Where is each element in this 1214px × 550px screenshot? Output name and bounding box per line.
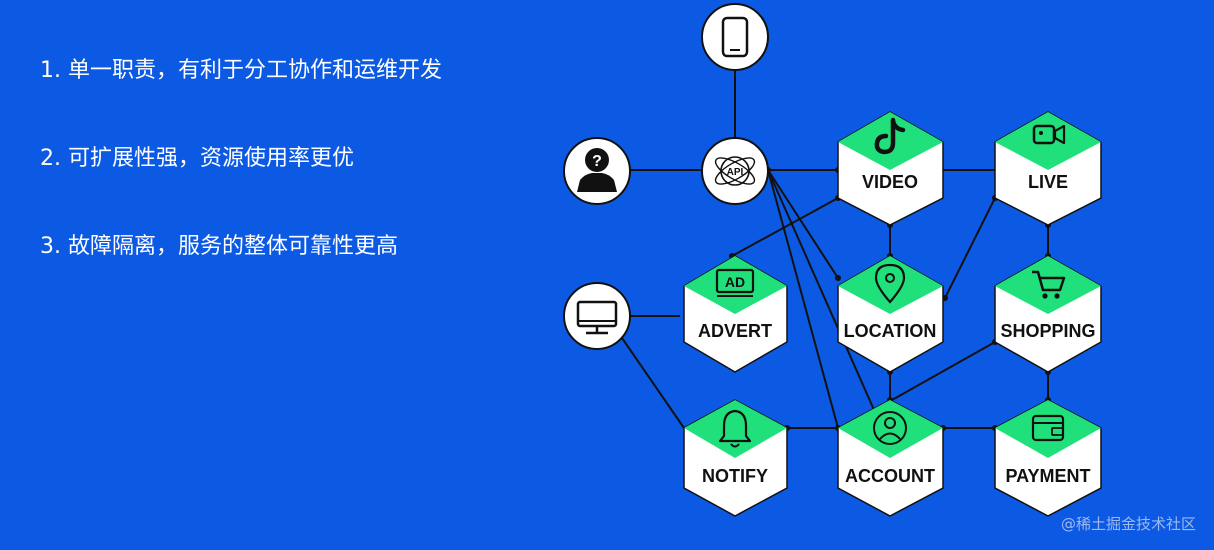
service-label-notify: NOTIFY (702, 466, 768, 486)
service-live[interactable]: LIVE (994, 111, 1102, 226)
bell-icon (718, 409, 752, 448)
service-label-video: VIDEO (862, 172, 918, 192)
service-notify[interactable]: NOTIFY (683, 399, 788, 517)
svg-text:API: API (727, 167, 744, 178)
service-account[interactable]: ACCOUNT (837, 399, 944, 517)
service-location[interactable]: LOCATION (837, 255, 944, 373)
desktop-monitor-icon (576, 300, 618, 335)
connection-lines (621, 70, 1049, 429)
desktop-node (563, 282, 631, 350)
user-circle-icon (873, 411, 907, 445)
mobile-phone-icon (721, 16, 749, 58)
service-label-account: ACCOUNT (845, 466, 935, 486)
video-camera-icon (1032, 124, 1066, 145)
service-shopping[interactable]: SHOPPING (994, 255, 1102, 373)
svg-text:AD: AD (725, 274, 745, 290)
api-gateway-icon: API (714, 156, 756, 186)
ad-icon: AD (715, 268, 755, 297)
service-label-shopping: SHOPPING (1000, 321, 1095, 341)
svg-text:?: ? (592, 153, 602, 170)
service-payment[interactable]: PAYMENT (994, 399, 1102, 517)
mobile-node (701, 3, 769, 71)
service-video[interactable]: VIDEO (837, 111, 944, 226)
tiktok-icon (874, 117, 906, 155)
shopping-cart-icon (1032, 270, 1066, 299)
point-scalability: 2. 可扩展性强，资源使用率更优 (40, 146, 354, 171)
service-label-payment: PAYMENT (1005, 466, 1090, 486)
service-label-live: LIVE (1028, 172, 1068, 192)
service-advert[interactable]: AD ADVERT (683, 255, 788, 373)
service-label-advert: ADVERT (698, 321, 772, 341)
user-node: ? (563, 137, 631, 205)
service-label-location: LOCATION (844, 321, 937, 341)
point-fault-isolation: 3. 故障隔离，服务的整体可靠性更高 (40, 234, 398, 259)
point-single-responsibility: 1. 单一职责，有利于分工协作和运维开发 (40, 58, 442, 83)
wallet-icon (1031, 414, 1065, 442)
watermark: @稀土掘金技术社区 (1060, 515, 1196, 533)
user-question-icon: ? (577, 148, 617, 192)
api-gateway-node: API (701, 137, 769, 205)
location-pin-icon (874, 263, 906, 304)
